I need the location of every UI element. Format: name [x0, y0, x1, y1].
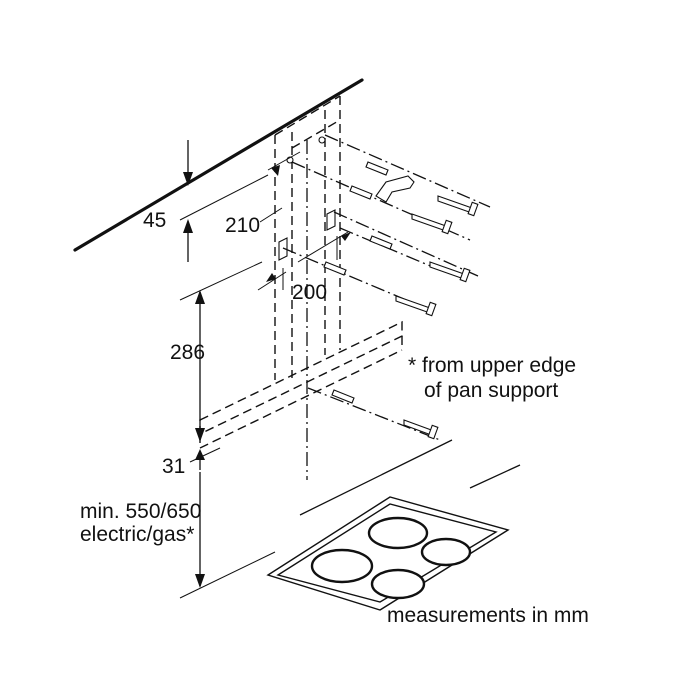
cooktop	[266, 496, 510, 611]
rail-offset-dimension	[189, 447, 221, 470]
burner-front-left	[310, 548, 374, 584]
label-min-height-line1: min. 550/650	[80, 500, 201, 523]
burner-front-right	[370, 568, 426, 600]
label-hole-spacing-vertical: 210	[225, 214, 260, 237]
label-ceiling-gap: 45	[143, 209, 166, 232]
hole-spacing-vertical-dimension	[259, 151, 301, 223]
label-rail-height: 286	[170, 341, 205, 364]
burner-back-left	[367, 516, 429, 550]
mounting-rail	[199, 320, 403, 449]
label-hole-spacing-horizontal: 200	[292, 281, 327, 304]
label-min-height-line2: electric/gas*	[80, 523, 194, 546]
footnote-line2: of pan support	[424, 379, 558, 402]
mounting-bracket	[375, 175, 415, 203]
label-rail-offset: 31	[162, 455, 185, 478]
footnote-line1: * from upper edge	[408, 354, 576, 377]
hole-spacing-horizontal-dimension	[257, 231, 351, 291]
rail-height-dimension	[179, 261, 263, 442]
wall-plugs	[323, 161, 393, 404]
burner-back-right	[420, 537, 472, 567]
chimney-outline	[274, 95, 341, 380]
ceiling-line	[73, 78, 364, 252]
units-note: measurements in mm	[387, 604, 589, 627]
min-height-dimension	[179, 472, 276, 599]
ceiling-gap-dimension	[179, 140, 269, 262]
worktop	[299, 439, 521, 516]
wall-mounting-holes	[278, 136, 336, 261]
screws	[395, 195, 479, 440]
